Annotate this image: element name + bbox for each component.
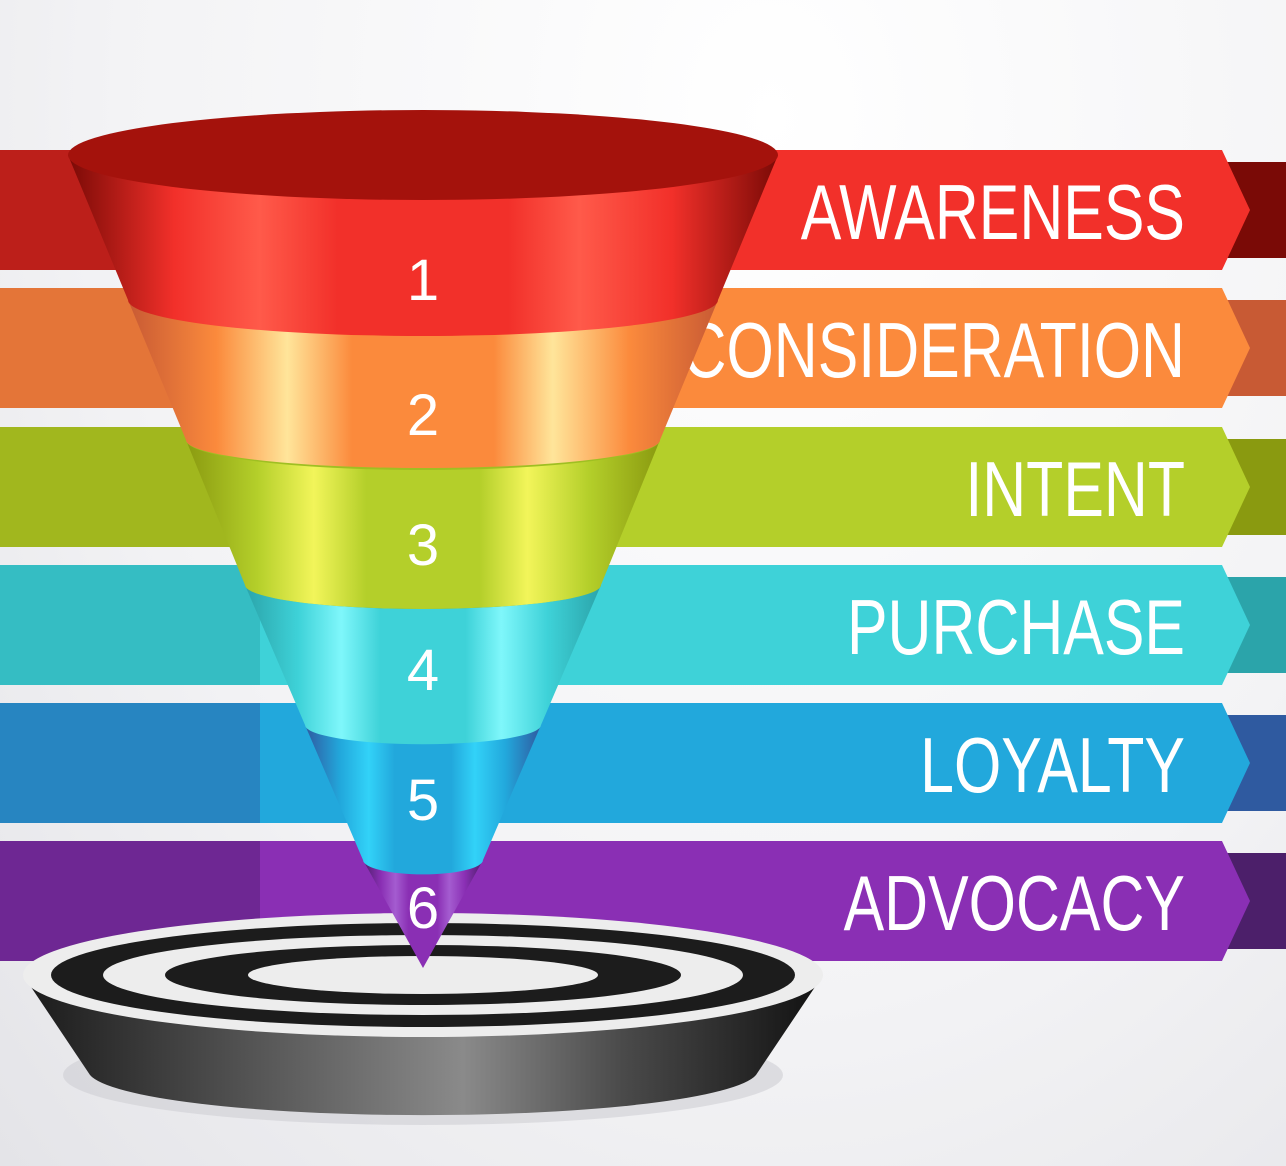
stage-number: 1 — [407, 248, 439, 313]
funnel-tier-1: 1 — [68, 110, 778, 336]
tier-rim — [68, 110, 778, 200]
stage-number: 2 — [407, 383, 439, 448]
stage-label: AWARENESS — [801, 169, 1185, 256]
stage-label: LOYALTY — [920, 722, 1185, 809]
stage-label: PURCHASE — [847, 584, 1185, 671]
stage-label: CONSIDERATION — [683, 307, 1185, 394]
stage-band-4: PURCHASE — [0, 565, 1286, 685]
stage-number: 3 — [407, 513, 439, 578]
stage-band-5: LOYALTY — [0, 703, 1286, 823]
target-base — [23, 913, 823, 1125]
stage-number: 6 — [407, 876, 439, 941]
stage-number: 5 — [407, 768, 439, 833]
stage-label: INTENT — [965, 446, 1185, 533]
stage-label: ADVOCACY — [844, 860, 1185, 947]
stage-number: 4 — [407, 638, 439, 703]
